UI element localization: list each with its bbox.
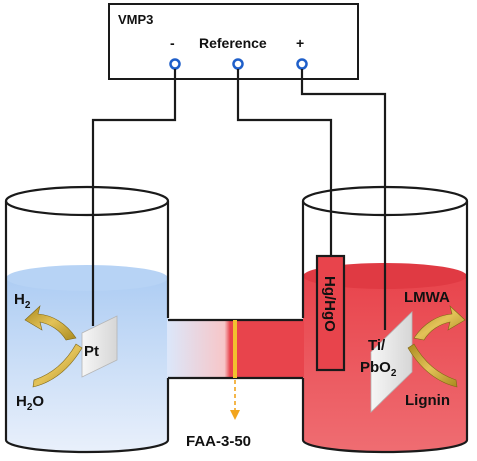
reference-wire [236,69,333,256]
anode-arrow-lower-icon [407,343,458,388]
cathode-reactant-label: H2O [16,393,44,413]
minus-terminal-icon [169,58,181,70]
anode-wire [300,69,387,330]
membrane-strip [233,320,237,378]
cathode-reaction: H2 H2O [14,291,83,413]
reference-terminal-icon [232,58,244,70]
anode-electrode: Ti/ PbO2 [360,311,413,413]
salt-bridge [167,318,304,420]
potentiostat-box: VMP3 - Reference + [108,3,359,80]
anode-arrow-upper-icon [413,305,466,341]
cathode-product-label: H2 [14,291,31,311]
cathode-electrode-label: Pt [84,343,99,360]
anode-electrode-label-line1: Ti/ [368,337,386,354]
membrane-pointer-arrowhead [230,410,240,420]
cathode-wire [91,69,177,326]
potentiostat-name: VMP3 [118,12,153,27]
reference-electrode: Hg/HgO [315,254,346,372]
reference-electrode-label: Hg/HgO [321,276,338,332]
minus-terminal-label: - [170,35,175,51]
membrane-label: FAA-3-50 [186,433,251,450]
anode-product-label: LMWA [404,289,450,306]
reference-terminal-label: Reference [199,35,267,51]
anode-reactant-label: Lignin [405,392,450,409]
anode-reaction: LMWA Lignin [404,289,466,409]
cathode-arrow-lower-icon [32,343,83,388]
wires [91,69,387,330]
plus-terminal-label: + [296,35,304,51]
cathode-electrode: Pt [81,315,118,378]
plus-terminal-icon [296,58,308,70]
anode-electrode-label-line2: PbO2 [360,359,397,379]
cathode-arrow-upper-icon [24,305,77,341]
